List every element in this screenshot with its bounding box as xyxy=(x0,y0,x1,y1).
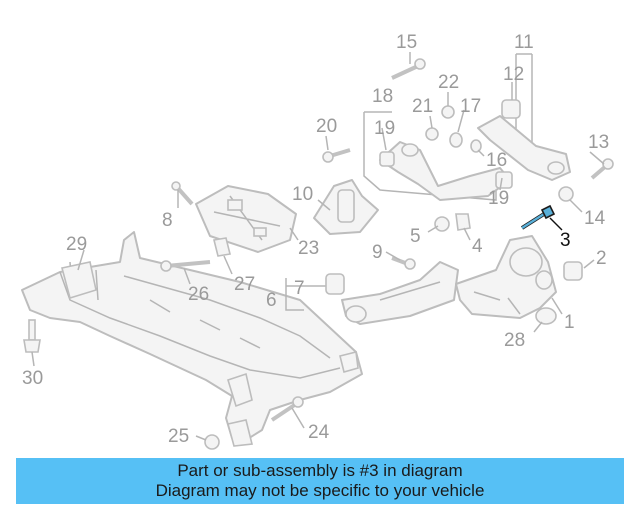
callout-labels: 15 11 12 22 18 21 17 20 19 13 16 10 19 1… xyxy=(22,32,609,447)
callout-19a: 19 xyxy=(374,118,395,139)
callout-5: 5 xyxy=(410,226,421,247)
part-9-bolt xyxy=(391,256,416,270)
part-24-bolt xyxy=(270,396,304,422)
part-14-nut xyxy=(558,186,574,202)
part-17-bushing xyxy=(449,132,463,148)
callout-30: 30 xyxy=(22,368,43,389)
part-5-nut xyxy=(434,216,450,232)
callout-2: 2 xyxy=(596,248,607,269)
callout-11: 11 xyxy=(514,32,534,53)
callout-25: 25 xyxy=(168,426,189,447)
callout-19b: 19 xyxy=(488,188,509,209)
callout-21: 21 xyxy=(412,96,433,117)
callout-22: 22 xyxy=(438,72,459,93)
callout-1: 1 xyxy=(564,312,575,333)
part-4-bracket xyxy=(455,213,471,231)
callout-13: 13 xyxy=(588,132,609,153)
callout-9: 9 xyxy=(372,242,383,263)
callout-10: 10 xyxy=(292,184,313,205)
leader-lines xyxy=(31,52,605,441)
banner-line-1: Part or sub-assembly is #3 in diagram xyxy=(177,461,463,480)
subframe-mount-lug xyxy=(227,419,253,447)
callout-15: 15 xyxy=(396,32,417,53)
part-1-knuckle xyxy=(455,235,557,319)
callout-28: 28 xyxy=(504,330,525,351)
callout-4: 4 xyxy=(472,236,483,257)
callout-8: 8 xyxy=(162,210,173,231)
subframe xyxy=(21,231,363,441)
part-22-nut xyxy=(441,105,455,119)
part-28-bushing xyxy=(535,307,557,325)
callout-18: 18 xyxy=(372,86,393,107)
callout-26: 26 xyxy=(188,284,209,305)
callout-12: 12 xyxy=(503,64,524,85)
parts-diagram: 15 11 12 22 18 21 17 20 19 13 16 10 19 1… xyxy=(21,32,614,450)
part-16-washer xyxy=(470,139,482,153)
callout-20: 20 xyxy=(316,116,337,137)
callout-16: 16 xyxy=(486,150,507,171)
part-6-lower-arm xyxy=(285,261,459,325)
callout-7: 7 xyxy=(294,278,305,299)
part-18-upper-arm xyxy=(363,111,513,201)
part-27-clip xyxy=(213,237,231,257)
part-20-bolt xyxy=(322,148,351,163)
callout-29: 29 xyxy=(66,234,87,255)
part-8-pin xyxy=(171,181,194,206)
callout-14: 14 xyxy=(584,208,606,229)
callout-23: 23 xyxy=(298,238,319,259)
part-21-washer xyxy=(425,127,439,141)
part-25-nut xyxy=(204,434,220,450)
callout-3: 3 xyxy=(560,230,571,251)
part-26-bolt xyxy=(160,260,211,272)
part-10-mount xyxy=(313,179,379,235)
part-2-bushing xyxy=(563,261,583,281)
callout-24: 24 xyxy=(308,422,330,443)
part-15-bolt xyxy=(391,58,426,80)
part-3-bolt-highlighted xyxy=(520,204,556,230)
callout-27: 27 xyxy=(234,274,255,295)
part-11-arm xyxy=(477,53,571,181)
banner-line-2: Diagram may not be specific to your vehi… xyxy=(155,481,485,500)
part-23-link xyxy=(195,185,297,253)
callout-6: 6 xyxy=(266,290,277,311)
info-banner: Part or sub-assembly is #3 in diagram Di… xyxy=(16,458,624,504)
part-30-stud xyxy=(23,319,41,353)
callout-17: 17 xyxy=(460,96,481,117)
